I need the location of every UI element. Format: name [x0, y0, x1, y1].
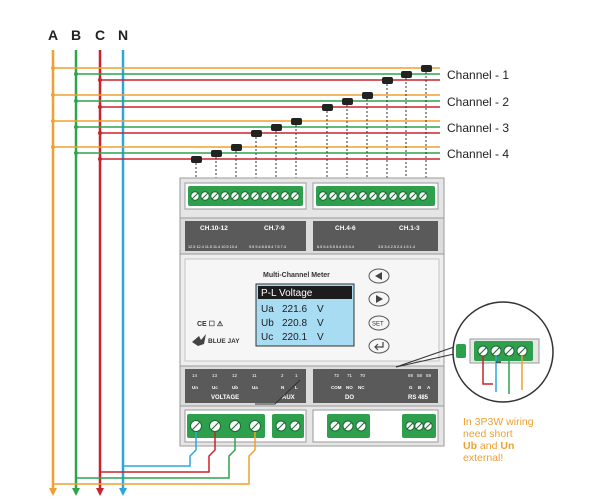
terminal-label: L: [295, 385, 298, 390]
lcd-row-value: 220.1: [282, 332, 307, 343]
pin-num: 58: [417, 373, 423, 378]
pin-num: 71: [347, 373, 353, 378]
enter-icon: [374, 342, 384, 351]
set-label: SET: [372, 322, 384, 328]
right-button[interactable]: [368, 291, 390, 307]
top-screw-slots: [191, 192, 427, 200]
terminal-label: Ua: [252, 385, 258, 390]
left-arrow-icon: [375, 272, 382, 280]
group-label-aux: AUX: [282, 395, 295, 401]
pin-num: 72: [334, 373, 340, 378]
note-ub: Ub: [463, 440, 477, 452]
lcd-row-label: Uc: [261, 332, 273, 343]
channel-labels: Channel - 1 Channel - 2 Channel - 3 Chan…: [447, 68, 509, 161]
terminal-label: Un: [192, 385, 198, 390]
bus-arrows: [49, 488, 127, 496]
set-button[interactable]: SET: [368, 315, 390, 331]
terminal-label: COM: [331, 385, 342, 390]
arrow-a: [49, 488, 57, 496]
lcd-row-value: 221.6: [282, 304, 307, 315]
pin-num: 13: [212, 373, 218, 378]
bluejay-logo-icon: [192, 334, 206, 346]
svg-text:Ub and Un: Ub and Un: [463, 440, 514, 452]
meter-device: CH.10-12 CH.7-9 CH.4-6 CH.1-3 12.5 12.4 …: [179, 177, 445, 447]
arrow-b: [72, 488, 80, 496]
channel-label-1: Channel - 1: [447, 68, 509, 82]
bus-label-b: B: [71, 27, 81, 43]
left-button[interactable]: [368, 268, 390, 284]
note-line-4: external!: [463, 452, 503, 464]
group-label-rs485: RS 485: [408, 395, 429, 401]
pin-num: 2: [281, 373, 284, 378]
terminal-label: B: [418, 385, 422, 390]
lcd-row-value: 220.8: [282, 318, 307, 329]
cert-marks: CE ☐ ⚠: [197, 320, 224, 328]
channel-label-4: Channel - 4: [447, 147, 509, 161]
lcd-row-unit: V: [317, 304, 324, 315]
pin-num: 59: [426, 373, 432, 378]
pins-ch7-9: 9.5 9.4 8.5 8.4 7.5 7.4: [249, 245, 286, 249]
terminal-label: NC: [358, 385, 365, 390]
pins-ch4-6: 6.5 6.4 5.5 5.4 4.5 4.4: [317, 245, 354, 249]
pin-num: 12: [232, 373, 238, 378]
terminal-label: G: [409, 385, 413, 390]
bus-label-a: A: [48, 27, 58, 43]
wiring-note: In 3P3W wiring need short Ub and Un exte…: [463, 416, 534, 464]
brand-name: BLUE JAY: [208, 338, 240, 345]
channel-label-3: Channel - 3: [447, 121, 509, 135]
group-label-do: DO: [345, 395, 354, 401]
right-arrow-icon: [376, 295, 383, 303]
group-label-voltage: VOLTAGE: [211, 395, 239, 401]
group-label-ch10-12: CH.10-12: [200, 225, 228, 232]
current-transformers: [191, 65, 432, 183]
lcd-header-bar: [258, 286, 352, 299]
lcd-row-unit: V: [317, 332, 324, 343]
arrow-n: [119, 488, 127, 496]
note-line-1: In 3P3W wiring: [463, 416, 534, 428]
terminal-label: N: [281, 385, 284, 390]
lcd-row-label: Ua: [261, 304, 274, 315]
bus-label-c: C: [95, 27, 105, 43]
group-label-ch1-3: CH.1-3: [399, 225, 420, 232]
lcd-row-unit: V: [317, 318, 324, 329]
voltage-wiring: [53, 379, 301, 485]
bus-label-n: N: [118, 27, 128, 43]
enter-button[interactable]: [368, 338, 390, 354]
lcd-header: P-L Voltage: [261, 288, 313, 299]
meter-title: Multi-Channel Meter: [263, 272, 330, 279]
channel-label-2: Channel - 2: [447, 95, 509, 109]
lcd-row-label: Ub: [261, 318, 274, 329]
channel-lines: [53, 67, 440, 160]
terminal-label: NO: [346, 385, 353, 390]
pin-num: 1: [295, 373, 298, 378]
pin-num: 69: [408, 373, 414, 378]
note-un: Un: [500, 440, 514, 452]
group-label-ch4-6: CH.4-6: [335, 225, 356, 232]
note-line-2: need short: [463, 428, 513, 440]
group-label-ch7-9: CH.7-9: [264, 225, 285, 232]
junction-dots: [51, 66, 102, 161]
bus-bars: [51, 50, 125, 494]
callout-magnifier: [395, 301, 554, 403]
terminal-label: A: [427, 385, 431, 390]
pin-num: 14: [192, 373, 198, 378]
terminal-label: Uc: [212, 385, 218, 390]
pins-ch1-3: 3.5 3.4 2.5 2.4 1.5 1.4: [378, 245, 415, 249]
pin-num: 70: [360, 373, 366, 378]
ct-sensor: [421, 65, 432, 183]
arrow-c: [96, 488, 104, 496]
terminal-label: Ub: [232, 385, 238, 390]
note-and: and: [477, 440, 500, 452]
pins-ch10-12: 12.5 12.4 11.5 11.4 10.5 10.4: [188, 245, 237, 249]
bus-labels: A B C N: [48, 27, 128, 43]
pin-num: 11: [252, 373, 257, 378]
